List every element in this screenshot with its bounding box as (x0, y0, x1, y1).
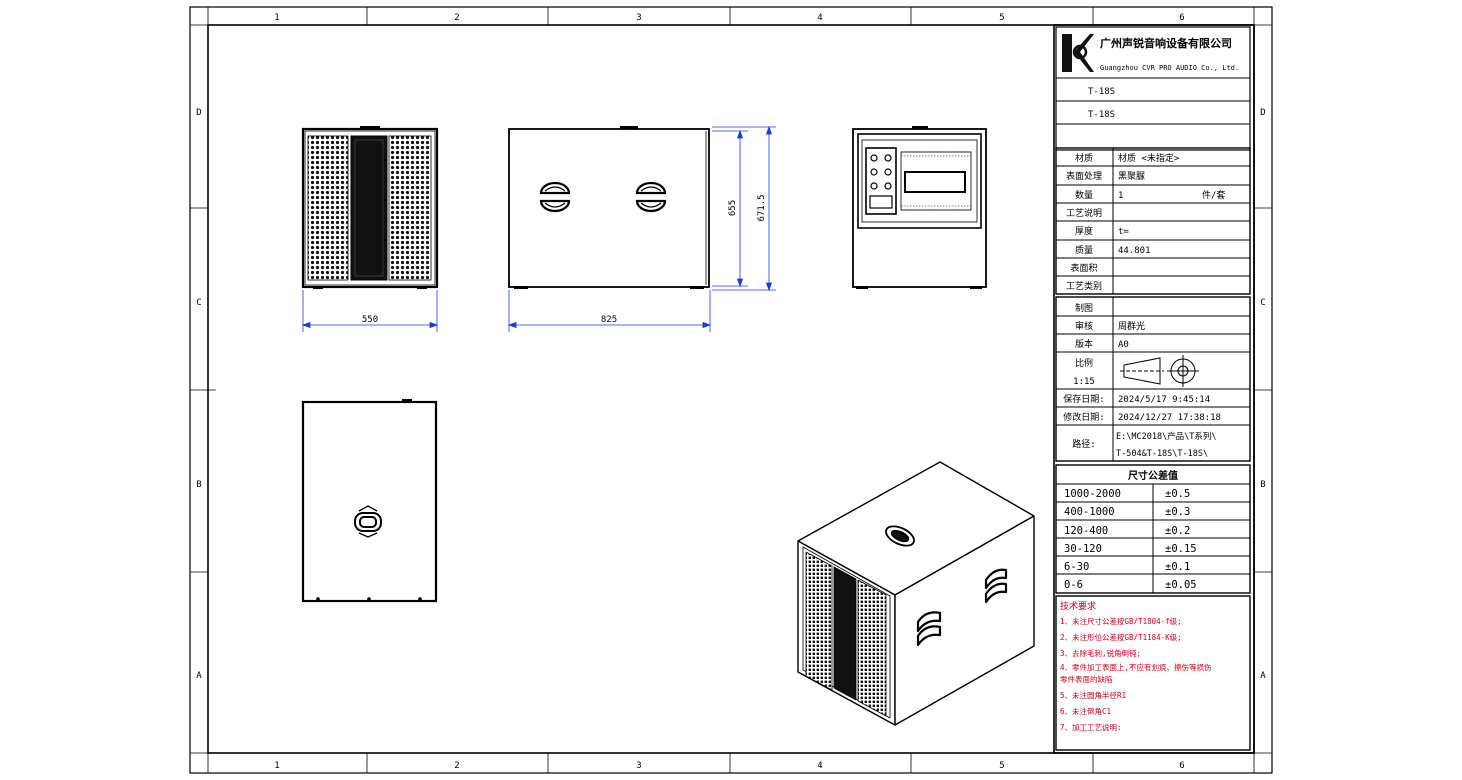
path-line-2: T-504&T-18S\T-18S\ (1116, 449, 1208, 459)
field-extra-quantity: 件/套 (1202, 189, 1225, 201)
scale-value: 1:15 (1073, 377, 1095, 387)
company-name-en: Guangzhou CVR PRO AUDIO Co., Ltd. (1100, 64, 1239, 72)
tolerance-range-0: 1000-2000 (1064, 488, 1121, 500)
tech-req-item-1: 1、未注尺寸公差按GB/T1804-f级; (1060, 616, 1182, 626)
top-handle-icon (354, 505, 382, 538)
modify-date: 2024/12/27 17:38:18 (1118, 413, 1221, 423)
approval-label-drawn: 制图 (1075, 302, 1093, 314)
side-view (508, 126, 710, 289)
frame-labels: 1 2 3 4 5 6 1 2 3 4 5 6 D C B A D C B A (196, 13, 1266, 771)
tech-req-item-3: 3、去除毛刺,锐角倒钝; (1060, 648, 1141, 658)
field-label-thickness: 厚度 (1075, 225, 1093, 237)
modify-date-label: 修改日期: (1063, 411, 1104, 423)
field-label-surface: 表面处理 (1066, 170, 1102, 182)
approval-value-version: A0 (1118, 340, 1129, 350)
tech-req-item-5: 零件表面的缺陷 (1060, 674, 1113, 684)
dimension-side-width-label: 825 (601, 315, 617, 325)
dimension-front-width (301, 290, 439, 332)
row-label-right-a: A (1260, 671, 1266, 681)
col-label-bottom-3: 3 (636, 761, 641, 771)
save-date-label: 保存日期: (1063, 393, 1104, 405)
part-name: T-18S (1088, 87, 1115, 97)
tolerance-value-1: ±0.3 (1165, 506, 1190, 518)
projection-symbol-icon (1120, 355, 1199, 387)
side-handle-right-icon (635, 181, 667, 213)
iso-side-handle-left-icon (916, 611, 942, 647)
col-label-top-3: 3 (636, 13, 641, 23)
field-label-category: 工艺类别 (1066, 280, 1102, 292)
dimension-side-width (507, 290, 712, 332)
tolerance-range-2: 120-400 (1064, 525, 1108, 537)
isometric-view (797, 461, 1035, 726)
field-label-quantity: 数量 (1075, 189, 1093, 201)
front-view (301, 126, 439, 289)
field-value-surface: 黑聚脲 (1118, 171, 1145, 182)
row-label-left-d: D (196, 108, 201, 118)
tech-req-item-2: 2、未注形位公差按GB/T1184-K级; (1060, 632, 1182, 642)
save-date: 2024/5/17 9:45:14 (1118, 395, 1210, 405)
col-label-top-4: 4 (817, 13, 822, 23)
tech-req-item-4: 4、零件加工表面上,不应有划痕、擦伤等损伤 (1060, 662, 1212, 672)
tolerance-value-4: ±0.1 (1165, 561, 1190, 573)
dimension-side-height-inner-label: 655 (728, 200, 738, 216)
part-number: T-18S (1088, 110, 1115, 120)
approval-label-version: 版本 (1075, 338, 1093, 350)
side-handle-left-icon (539, 181, 571, 213)
col-label-top-6: 6 (1179, 13, 1184, 23)
iso-side-handle-right-icon (984, 568, 1008, 604)
col-label-top-1: 1 (274, 13, 279, 23)
field-value-mass: 44.801 (1118, 246, 1151, 256)
field-value-thickness: t= (1118, 227, 1129, 237)
tech-req-item-7: 6、未注倒角C1 (1060, 706, 1111, 716)
col-label-bottom-6: 6 (1179, 761, 1184, 771)
scale-label: 比例 (1075, 357, 1093, 369)
field-label-mass: 质量 (1075, 244, 1093, 256)
row-label-right-d: D (1260, 108, 1265, 118)
path-label: 路径: (1072, 438, 1095, 450)
tolerance-value-0: ±0.5 (1165, 488, 1190, 500)
col-label-bottom-5: 5 (999, 761, 1004, 771)
col-label-bottom-4: 4 (817, 761, 822, 771)
tech-req-item-8: 7、加工工艺说明: (1060, 722, 1122, 732)
tolerance-range-4: 6-30 (1064, 561, 1089, 573)
tolerance-title: 尺寸公差值 (1128, 469, 1178, 482)
col-label-top-5: 5 (999, 13, 1004, 23)
field-label-process: 工艺说明 (1066, 207, 1102, 219)
path-line-1: E:\MC2018\产品\T系列\ (1116, 431, 1217, 442)
iso-top-handle-icon (885, 525, 915, 547)
tolerance-value-3: ±0.15 (1165, 543, 1197, 555)
field-value-quantity: 1 (1118, 191, 1123, 201)
row-label-right-c: C (1260, 298, 1265, 308)
top-view (301, 399, 438, 603)
tech-req-title: 技术要求 (1060, 600, 1096, 612)
tolerance-value-2: ±0.2 (1165, 525, 1190, 537)
field-value-material: 材质 <未指定> (1118, 152, 1180, 164)
tolerance-range-5: 0-6 (1064, 579, 1083, 591)
tech-req-item-6: 5、未注圆角半径R1 (1060, 690, 1126, 700)
tolerance-range-3: 30-120 (1064, 543, 1102, 555)
dimension-side-height-outer (712, 125, 776, 292)
rear-view (852, 126, 987, 289)
row-label-right-b: B (1260, 480, 1265, 490)
dimension-side-height-outer-label: 671.5 (757, 194, 767, 221)
row-label-left-a: A (196, 671, 202, 681)
company-name-cn: 广州声锐音响设备有限公司 (1100, 36, 1232, 50)
row-label-left-b: B (196, 480, 201, 490)
company-logo-icon (1059, 31, 1095, 75)
approval-label-checked: 审核 (1075, 320, 1093, 332)
title-block (1053, 24, 1255, 754)
tolerance-value-5: ±0.05 (1165, 579, 1197, 591)
col-label-top-2: 2 (454, 13, 459, 23)
col-label-bottom-1: 1 (274, 761, 279, 771)
col-label-bottom-2: 2 (454, 761, 459, 771)
field-label-material: 材质 (1075, 152, 1093, 164)
row-label-left-c: C (196, 298, 201, 308)
approval-value-checked: 周群光 (1118, 320, 1145, 332)
dimension-front-width-label: 550 (362, 315, 378, 325)
tolerance-range-1: 400-1000 (1064, 506, 1115, 518)
dimension-side-height-inner (712, 129, 748, 288)
field-label-area: 表面积 (1070, 262, 1097, 274)
